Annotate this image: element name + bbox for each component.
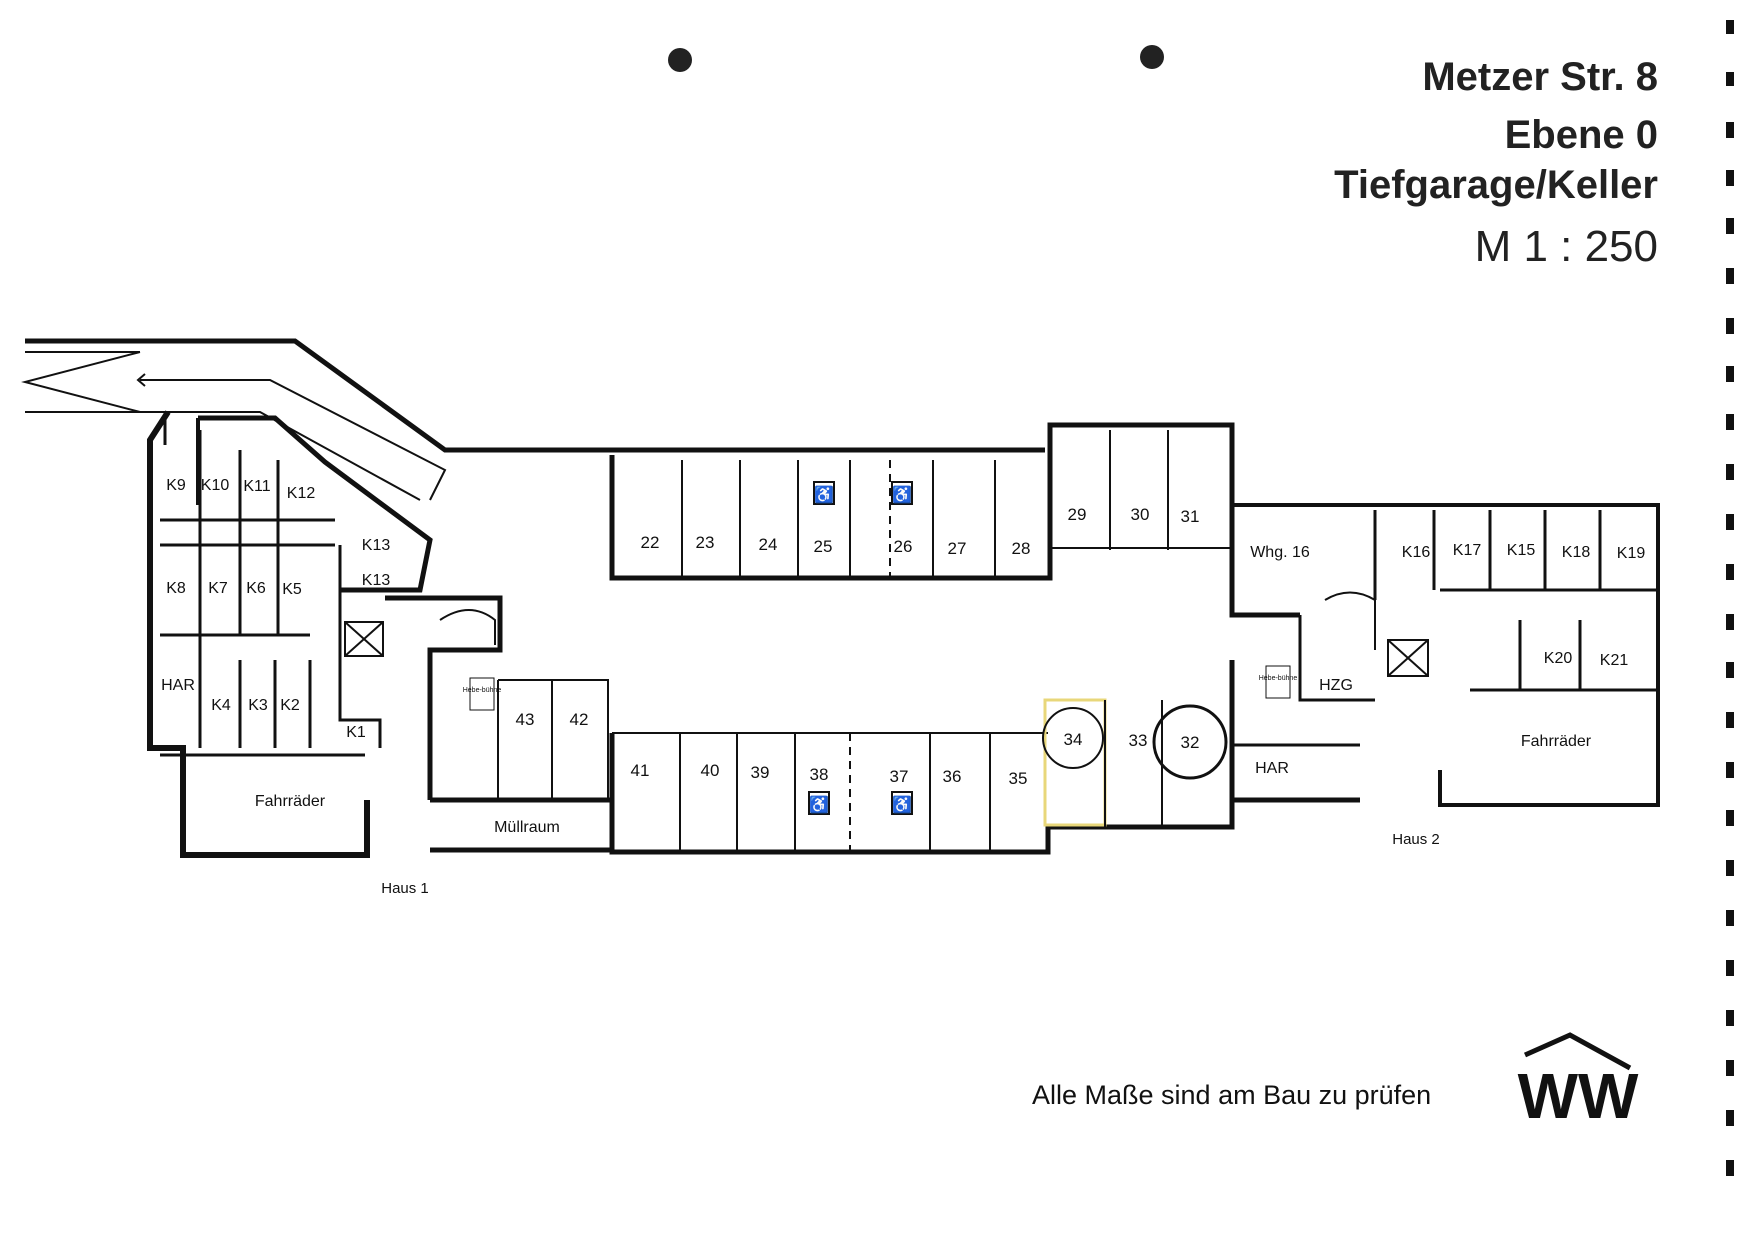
cellar-label: K21 [1600, 652, 1629, 669]
parking-space-number: 31 [1181, 507, 1200, 526]
punch-hole [668, 48, 692, 72]
plan-address: Metzer Str. 8 [1422, 55, 1658, 99]
wheelchair-icon [808, 791, 830, 815]
wheelchair-icon [813, 481, 835, 505]
parking-space-number: 40 [701, 761, 720, 780]
building-label: Haus 2 [1392, 831, 1440, 848]
parking-space-number: 35 [1009, 769, 1028, 788]
cellar-label: K7 [208, 580, 228, 597]
wheelchair-icon: ♿ [892, 795, 912, 814]
cellar-label: K5 [282, 581, 302, 598]
cellar-label: K13 [362, 537, 391, 554]
lift-platform-box [1265, 665, 1291, 699]
parking-bottom-dividers [612, 698, 1228, 852]
parking-space-number: 42 [570, 710, 589, 729]
cellar-label: K18 [1562, 544, 1591, 561]
cellar-label: K12 [287, 485, 316, 502]
lift-platform-label: Hebe-bühne [1259, 675, 1298, 682]
parking-space-number: 36 [943, 767, 962, 786]
lift-platform-box [469, 677, 495, 711]
parking-space-number: 41 [631, 761, 650, 780]
parking-space-number: 30 [1131, 505, 1150, 524]
haus2-walls [1229, 503, 1660, 807]
cellar-label: K9 [166, 477, 186, 494]
cellar-label: K2 [280, 697, 300, 714]
wheelchair-icon: ♿ [814, 485, 834, 504]
parking-space-number: 32 [1181, 733, 1200, 752]
heating-room-label: HZG [1319, 677, 1353, 694]
parking-space-number: 27 [948, 539, 967, 558]
cellar-label: K19 [1617, 545, 1646, 562]
parking-space-number: 38 [810, 765, 829, 784]
parking-space-number: 34 [1064, 730, 1083, 749]
cellar-label: K11 [243, 478, 270, 495]
logo-letters: WW [1518, 1060, 1639, 1132]
lift-platform-label: Hebe-bühne [463, 687, 502, 694]
cellar-label: K6 [246, 580, 266, 597]
plan-scale: M 1 : 250 [1474, 222, 1658, 271]
cellar-label: K20 [1544, 650, 1573, 667]
cellar-label: K1 [346, 724, 366, 741]
har-label: HAR [161, 677, 195, 694]
cellar-label: K17 [1453, 542, 1482, 559]
parking-space-number: 26 [894, 537, 913, 556]
cellar-label: K13 [362, 572, 391, 589]
accessible-parking-icons: ♿ ♿ ♿ ♿ [808, 481, 913, 815]
har-label: HAR [1255, 760, 1289, 777]
bike-room-label: Fahrräder [1521, 733, 1592, 750]
haus1-walls [147, 410, 503, 858]
plan-usage: Tiefgarage/Keller [1334, 163, 1658, 207]
parking-space-number: 24 [759, 535, 778, 554]
room-labels: K9 K10 K11 K12 K13 K13 K8 K7 K6 K5 K4 K3… [161, 477, 1645, 897]
parking-space-number: 22 [641, 533, 660, 552]
parking-space-number: 39 [751, 763, 770, 782]
building-label: Haus 1 [381, 880, 429, 897]
disclaimer-note: Alle Maße sind am Bau zu prüfen [1032, 1080, 1432, 1110]
parking-space-number: 28 [1012, 539, 1031, 558]
wheelchair-icon [891, 791, 913, 815]
wheelchair-icon: ♿ [892, 485, 912, 504]
parking-top-dividers [681, 430, 1232, 578]
cellar-label: K4 [211, 697, 231, 714]
parking-space-number: 29 [1068, 505, 1087, 524]
cellar-label: K10 [201, 477, 230, 494]
parking-space-number: 23 [696, 533, 715, 552]
ramp [21, 338, 1045, 501]
cellar-label: K3 [248, 697, 268, 714]
wheelchair-icon: ♿ [809, 795, 829, 814]
apartment-label: Whg. 16 [1250, 544, 1310, 561]
bike-room-label: Fahrräder [255, 793, 326, 810]
parking-space-labels: 22 23 24 25 26 27 28 29 30 31 32 33 34 3… [516, 505, 1200, 788]
parking-space-number: 25 [814, 537, 833, 556]
parking-space-number: 43 [516, 710, 535, 729]
cellar-label: K16 [1402, 544, 1431, 561]
waste-room-label: Müllraum [494, 819, 560, 836]
company-logo: WW [1518, 1032, 1639, 1132]
wheelchair-icon [891, 481, 913, 505]
plan-level: Ebene 0 [1504, 113, 1658, 157]
stair-and-lift-symbols [344, 591, 1429, 677]
parking-space-number: 33 [1129, 731, 1148, 750]
cellar-label: K8 [166, 580, 186, 597]
cellar-label: K15 [1507, 542, 1536, 559]
binding-marks [1726, 20, 1734, 1176]
parking-space-number: 37 [890, 767, 909, 786]
punch-hole [1140, 45, 1164, 69]
